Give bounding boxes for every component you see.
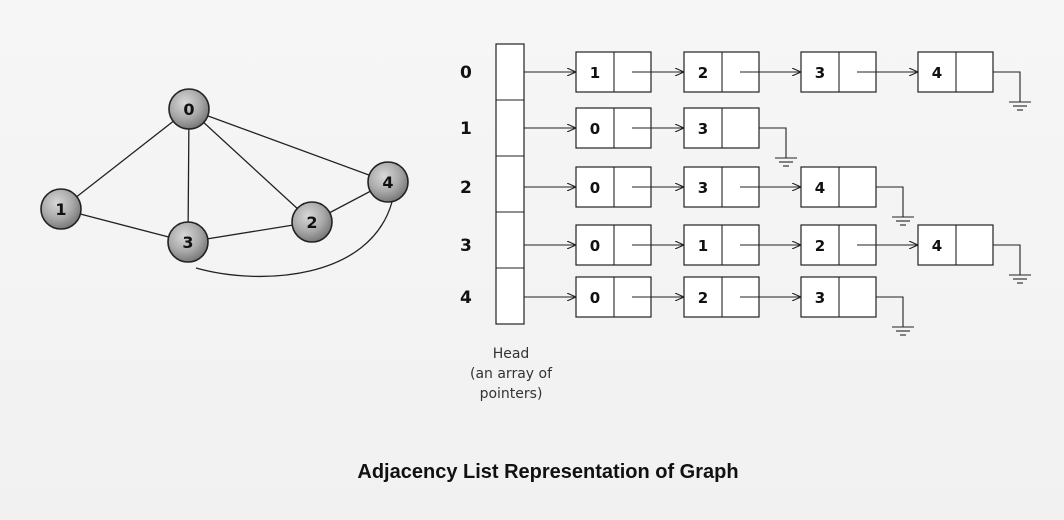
node-circle	[291, 201, 333, 243]
null-ground-icon	[876, 186, 914, 226]
row-index-label: 0	[460, 63, 472, 83]
list-node-value: 3	[698, 179, 708, 197]
list-node: 4	[917, 224, 994, 266]
list-node-value: 2	[698, 64, 708, 82]
list-node: 3	[683, 107, 760, 149]
list-node-value: 3	[815, 289, 825, 307]
graph-node-4: 4	[367, 161, 409, 203]
list-node-value: 2	[698, 289, 708, 307]
list-node-value: 3	[815, 64, 825, 82]
graph: 0 1 2 3 4	[40, 88, 409, 278]
list-node: 3	[800, 276, 877, 318]
node-label: 4	[382, 173, 393, 192]
graph-nodes: 0 1 2 3 4	[40, 88, 409, 263]
null-ground-icon	[759, 127, 797, 167]
node-label: 3	[182, 233, 193, 252]
list-node-value: 1	[698, 237, 708, 255]
list-node-value: 3	[698, 120, 708, 138]
graph-edge-0-2	[188, 108, 313, 223]
head-array	[495, 43, 525, 325]
head-caption-line: Head	[493, 346, 530, 362]
graph-edge-0-4	[188, 108, 389, 183]
list-node-value: 0	[590, 120, 600, 138]
node-circle	[168, 88, 210, 130]
list-node: 1	[683, 224, 760, 266]
row-index-label: 1	[460, 119, 472, 139]
head-caption: Head (an array of pointers)	[470, 346, 553, 402]
graph-edge-3-2	[187, 221, 313, 243]
graph-edge-1-3	[60, 208, 189, 243]
node-label: 0	[183, 100, 194, 119]
diagram-title: Adjacency List Representation of Graph	[357, 461, 738, 483]
list-node-value: 4	[815, 179, 825, 197]
list-node: 1	[575, 51, 652, 93]
list-row-4: 4 0 2 3	[460, 276, 914, 336]
row-index-label: 4	[460, 288, 472, 308]
list-node-value: 4	[932, 237, 942, 255]
head-array-box	[495, 43, 525, 325]
list-node-value: 0	[590, 179, 600, 197]
list-node-value: 2	[815, 237, 825, 255]
graph-node-1: 1	[40, 188, 82, 230]
list-row-1: 1 0 3	[460, 107, 797, 167]
node-label: 1	[55, 200, 66, 219]
row-index-label: 3	[460, 236, 472, 256]
list-node: 4	[917, 51, 994, 93]
node-circle	[40, 188, 82, 230]
head-caption-line: pointers)	[480, 386, 543, 402]
graph-node-3: 3	[167, 221, 209, 263]
head-caption-line: (an array of	[470, 366, 553, 382]
null-ground-icon	[876, 296, 914, 336]
list-row-3: 3 0 1 2 4	[460, 224, 1031, 284]
row-index-label: 2	[460, 178, 472, 198]
null-ground-icon	[993, 244, 1031, 284]
graph-node-0: 0	[168, 88, 210, 130]
node-circle	[367, 161, 409, 203]
list-node-value: 0	[590, 237, 600, 255]
list-node: 3	[800, 51, 877, 93]
graph-edge-0-3	[187, 108, 190, 243]
list-row-0: 0 1 2 3 4	[460, 51, 1031, 111]
list-node-value: 4	[932, 64, 942, 82]
graph-edge-0-1	[60, 108, 190, 210]
null-ground-icon	[993, 71, 1031, 111]
graph-edge-3-4	[195, 201, 393, 278]
graph-edges	[60, 108, 393, 278]
graph-node-2: 2	[291, 201, 333, 243]
list-node: 4	[800, 166, 877, 208]
node-circle	[167, 221, 209, 263]
list-node-value: 1	[590, 64, 600, 82]
node-label: 2	[306, 213, 317, 232]
list-node-value: 0	[590, 289, 600, 307]
